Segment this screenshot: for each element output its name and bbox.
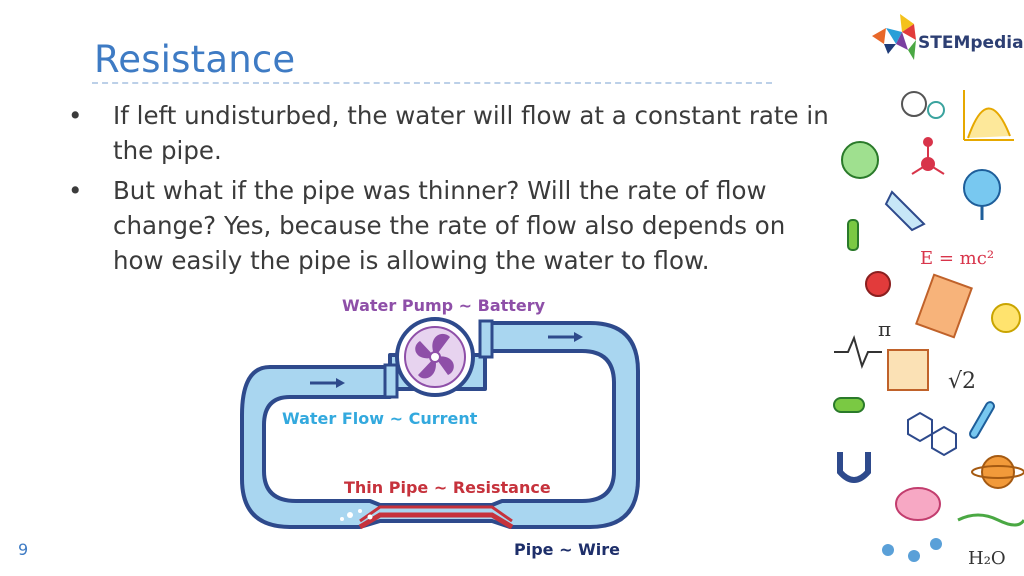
dna-icon <box>957 513 1024 527</box>
thin-pipe-resistance <box>358 512 514 530</box>
lightbulb-icon <box>991 303 1021 333</box>
water-formula-text: H₂O <box>968 548 1006 569</box>
abacus-icon <box>887 349 929 391</box>
flow-arrow-icon <box>548 332 583 342</box>
bullet-list: • If left undisturbed, the water will fl… <box>64 98 834 283</box>
pipe-inner <box>262 349 616 507</box>
bullet-dot: • <box>68 176 83 205</box>
apple-icon <box>865 271 891 297</box>
pipe-circuit-diagram: Water Pump ~ Battery Water Flow ~ Curren… <box>240 296 640 559</box>
pipe-label: Pipe ~ Wire <box>514 540 620 559</box>
test-tube-icon <box>847 219 859 251</box>
microbe-icon <box>901 91 945 119</box>
logo-mark-icon <box>872 14 916 60</box>
rocket-icon <box>884 190 926 232</box>
bullet-item: • But what if the pipe was thinner? Will… <box>64 173 834 278</box>
pi-text: π <box>878 317 891 341</box>
bullet-text: But what if the pipe was thinner? Will t… <box>113 176 786 275</box>
logo-text: STEMpedia <box>918 33 1024 53</box>
molecule-icon <box>911 137 945 175</box>
globe-stand-icon <box>963 169 1001 220</box>
atom-chain-icon <box>882 538 942 562</box>
pill-icon <box>833 397 865 413</box>
pump-flange <box>383 363 399 399</box>
pump-label: Water Pump ~ Battery <box>342 296 546 315</box>
brain-icon <box>895 487 941 521</box>
notebook-icon <box>915 273 973 339</box>
bullet-text: If left undisturbed, the water will flow… <box>113 101 829 165</box>
bullet-item: • If left undisturbed, the water will fl… <box>64 98 834 168</box>
planet-icon <box>971 455 1024 489</box>
stempedia-logo <box>872 14 916 60</box>
thin-pipe-edge <box>359 505 513 523</box>
bullet-dot: • <box>68 101 83 130</box>
root-text: √2 <box>948 369 976 394</box>
thermometer-icon <box>969 401 995 439</box>
graph-icon <box>963 90 1014 141</box>
title-divider <box>92 82 772 84</box>
science-doodles: E = mc² π √2 H₂O <box>833 90 1024 569</box>
thin-pipe-label: Thin Pipe ~ Resistance <box>344 478 551 497</box>
water-bubbles <box>340 509 373 521</box>
globe-icon <box>841 141 879 179</box>
flow-arrow-icon <box>310 378 345 388</box>
pump-flange <box>478 319 494 359</box>
flow-label: Water Flow ~ Current <box>282 409 478 428</box>
slide-title: Resistance <box>94 38 296 81</box>
magnet-icon <box>837 452 871 483</box>
water-pump-fan-icon <box>395 317 475 397</box>
formula-text: E = mc² <box>920 248 994 269</box>
page-number: 9 <box>18 540 29 559</box>
heartbeat-icon <box>834 335 882 369</box>
hexagon-molecule-icon <box>907 411 957 457</box>
